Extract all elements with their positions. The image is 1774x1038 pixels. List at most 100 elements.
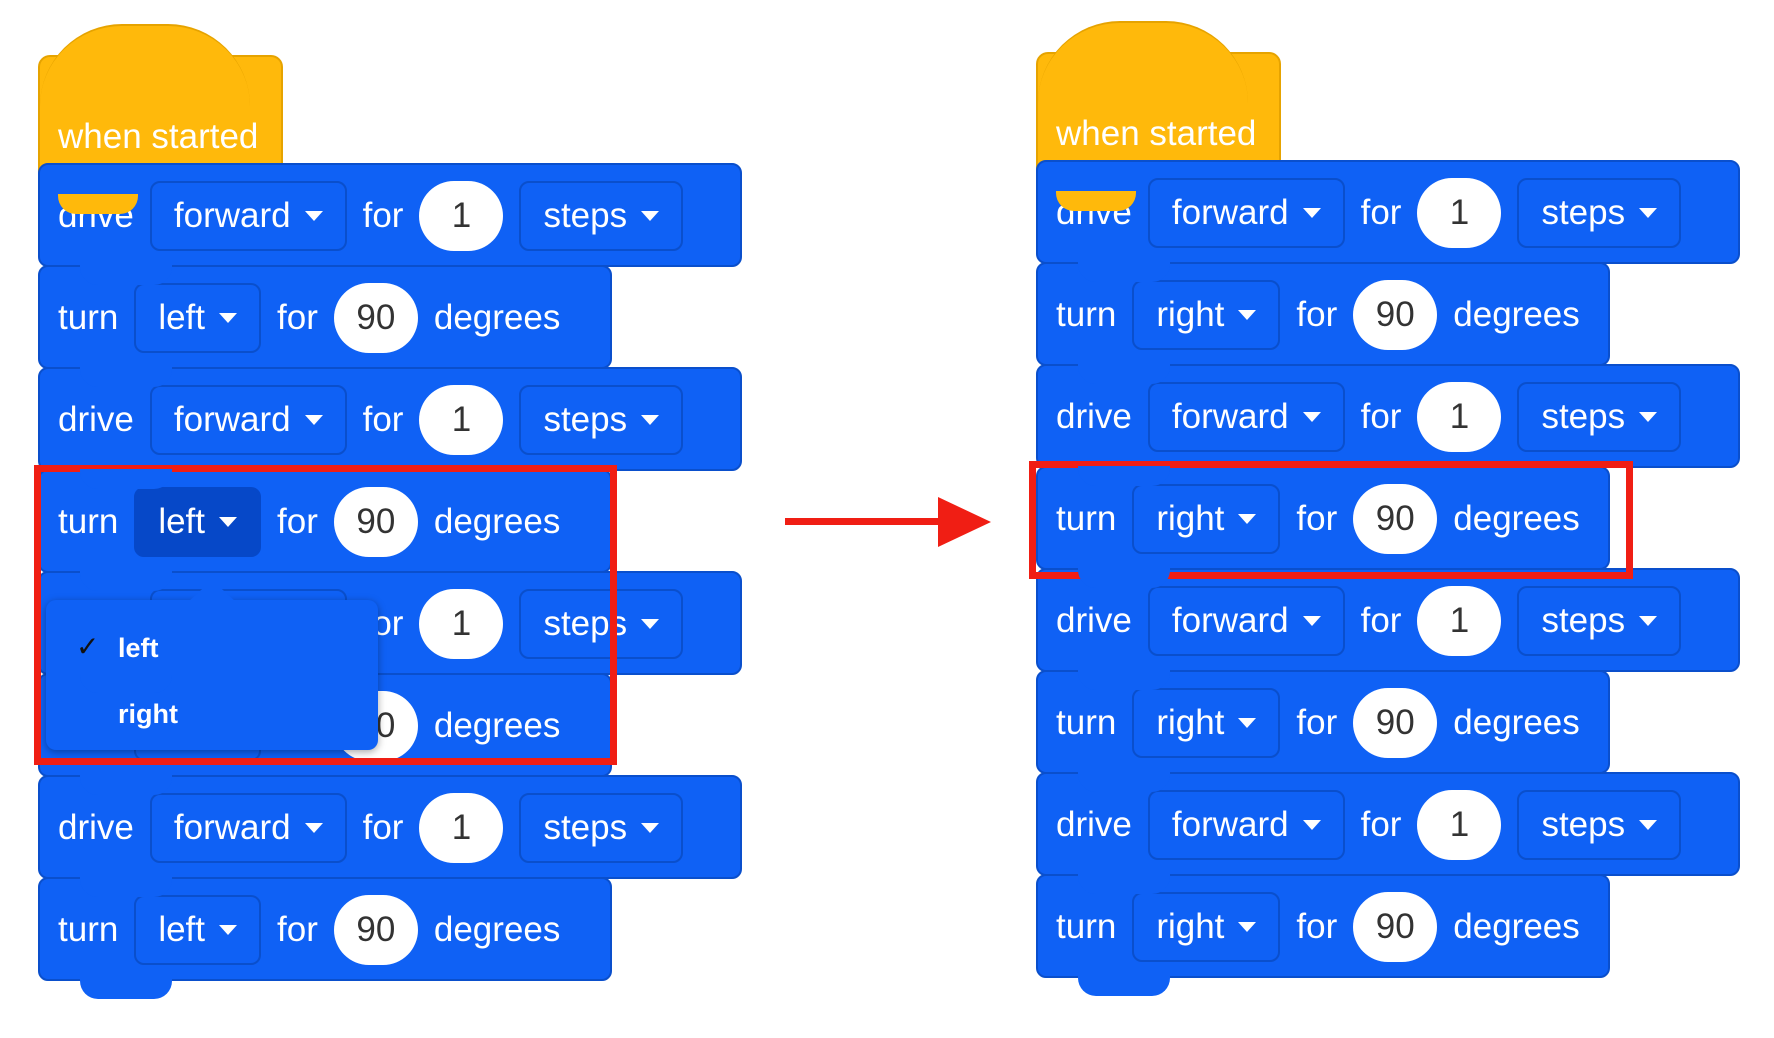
block-keyword: drive	[58, 400, 134, 439]
unit-dropdown[interactable]: steps	[519, 793, 684, 863]
caret-down-icon	[1302, 820, 1321, 830]
drive-block[interactable]: drive forward for 1 steps	[1036, 160, 1740, 282]
amount-input[interactable]: 90	[1353, 280, 1438, 350]
amount-input[interactable]: 90	[1353, 484, 1438, 554]
amount-input[interactable]: 1	[1417, 586, 1502, 656]
amount-input[interactable]: 90	[1353, 688, 1438, 758]
caret-down-icon	[1238, 514, 1257, 524]
unit-dropdown[interactable]: steps	[1517, 178, 1682, 248]
right-highlight-box	[1029, 461, 1633, 579]
for-label: for	[362, 196, 404, 235]
turn-block[interactable]: turn right for 90 degrees	[1036, 466, 1610, 588]
caret-down-icon	[1639, 412, 1658, 422]
caret-down-icon	[219, 925, 238, 935]
menu-item-left[interactable]: left	[118, 633, 159, 663]
right-arrow-icon	[785, 518, 940, 525]
unit-dropdown[interactable]: steps	[519, 385, 684, 455]
caret-down-icon	[641, 823, 660, 833]
menu-item-right[interactable]: right	[118, 699, 178, 729]
amount-input[interactable]: 90	[1353, 892, 1438, 962]
caret-down-icon	[304, 211, 323, 221]
caret-down-icon	[641, 211, 660, 221]
turn-block[interactable]: turn right for 90 degrees	[1036, 874, 1610, 996]
hat-label: when started	[1056, 114, 1257, 153]
direction-dropdown[interactable]: right	[1132, 280, 1281, 350]
caret-down-icon	[1238, 310, 1257, 320]
amount-input[interactable]: 90	[333, 487, 418, 557]
unit-dropdown[interactable]: steps	[1517, 790, 1682, 860]
caret-down-icon	[1639, 208, 1658, 218]
direction-dropdown[interactable]: right	[1132, 892, 1281, 962]
caret-down-icon	[1302, 412, 1321, 422]
amount-input[interactable]: 90	[333, 283, 418, 353]
hat-label: when started	[58, 117, 259, 156]
for-label: for	[1296, 295, 1338, 334]
for-label: for	[277, 910, 318, 949]
unit-label: degrees	[433, 706, 561, 745]
for-label: for	[1360, 193, 1402, 232]
block-keyword: turn	[1056, 499, 1117, 538]
caret-down-icon	[1302, 208, 1321, 218]
unit-dropdown[interactable]: steps	[1517, 586, 1682, 656]
for-label: for	[277, 298, 318, 337]
direction-dropdown[interactable]: right	[1132, 688, 1281, 758]
direction-dropdown[interactable]: forward	[1147, 382, 1345, 452]
turn-block[interactable]: turn left for 90 degrees	[38, 469, 612, 591]
direction-dropdown[interactable]: forward	[1147, 790, 1345, 860]
unit-label: degrees	[1453, 295, 1580, 334]
direction-dropdown[interactable]: forward	[149, 181, 347, 251]
for-label: for	[1360, 601, 1402, 640]
block-keyword: turn	[1056, 907, 1117, 946]
block-keyword: turn	[58, 298, 119, 337]
turn-block[interactable]: turn left for 90 degrees	[38, 877, 612, 999]
unit-label: degrees	[1453, 703, 1580, 742]
unit-dropdown[interactable]: steps	[519, 181, 684, 251]
for-label: for	[277, 502, 318, 541]
block-keyword: turn	[58, 502, 119, 541]
for-label: for	[1296, 703, 1338, 742]
direction-dropdown[interactable]: forward	[1147, 178, 1345, 248]
direction-dropdown[interactable]: forward	[1147, 586, 1345, 656]
caret-down-icon	[1639, 820, 1658, 830]
direction-dropdown[interactable]: right	[1132, 484, 1281, 554]
amount-input[interactable]: 1	[419, 385, 504, 455]
caret-down-icon	[1238, 718, 1257, 728]
block-keyword: turn	[58, 910, 119, 949]
drive-block[interactable]: drive forward for 1 steps	[1036, 772, 1740, 894]
for-label: for	[362, 808, 404, 847]
direction-dropdown-open[interactable]: left	[134, 487, 262, 557]
direction-dropdown[interactable]: left	[134, 895, 262, 965]
caret-down-icon	[1238, 922, 1257, 932]
amount-input[interactable]: 1	[419, 589, 504, 659]
amount-input[interactable]: 1	[419, 181, 504, 251]
block-keyword: turn	[1056, 295, 1117, 334]
direction-dropdown[interactable]: forward	[149, 793, 347, 863]
unit-label: degrees	[1453, 907, 1580, 946]
caret-down-icon	[219, 517, 238, 527]
drive-block[interactable]: drive forward for 1 steps	[38, 163, 742, 285]
amount-input[interactable]: 1	[1417, 790, 1502, 860]
caret-down-icon	[304, 823, 323, 833]
direction-dropdown[interactable]: left	[134, 283, 262, 353]
block-keyword: drive	[1056, 601, 1132, 640]
drive-block[interactable]: drive forward for 1 steps	[1036, 568, 1740, 690]
unit-label: degrees	[1453, 499, 1580, 538]
amount-input[interactable]: 1	[1417, 382, 1502, 452]
right-arrow-head	[938, 497, 991, 547]
unit-label: degrees	[433, 910, 561, 949]
amount-input[interactable]: 1	[1417, 178, 1502, 248]
direction-dropdown[interactable]: forward	[149, 385, 347, 455]
for-label: for	[1296, 907, 1338, 946]
block-keyword: drive	[58, 808, 134, 847]
for-label: for	[1360, 805, 1402, 844]
caret-down-icon	[219, 313, 238, 323]
amount-input[interactable]: 90	[333, 895, 418, 965]
checkmark-icon: ✓	[76, 631, 100, 662]
for-label: for	[362, 400, 404, 439]
unit-label: degrees	[433, 502, 561, 541]
amount-input[interactable]: 1	[419, 793, 504, 863]
caret-down-icon	[1639, 616, 1658, 626]
caret-down-icon	[1302, 616, 1321, 626]
unit-dropdown[interactable]: steps	[1517, 382, 1682, 452]
left-highlight-box	[34, 465, 617, 765]
